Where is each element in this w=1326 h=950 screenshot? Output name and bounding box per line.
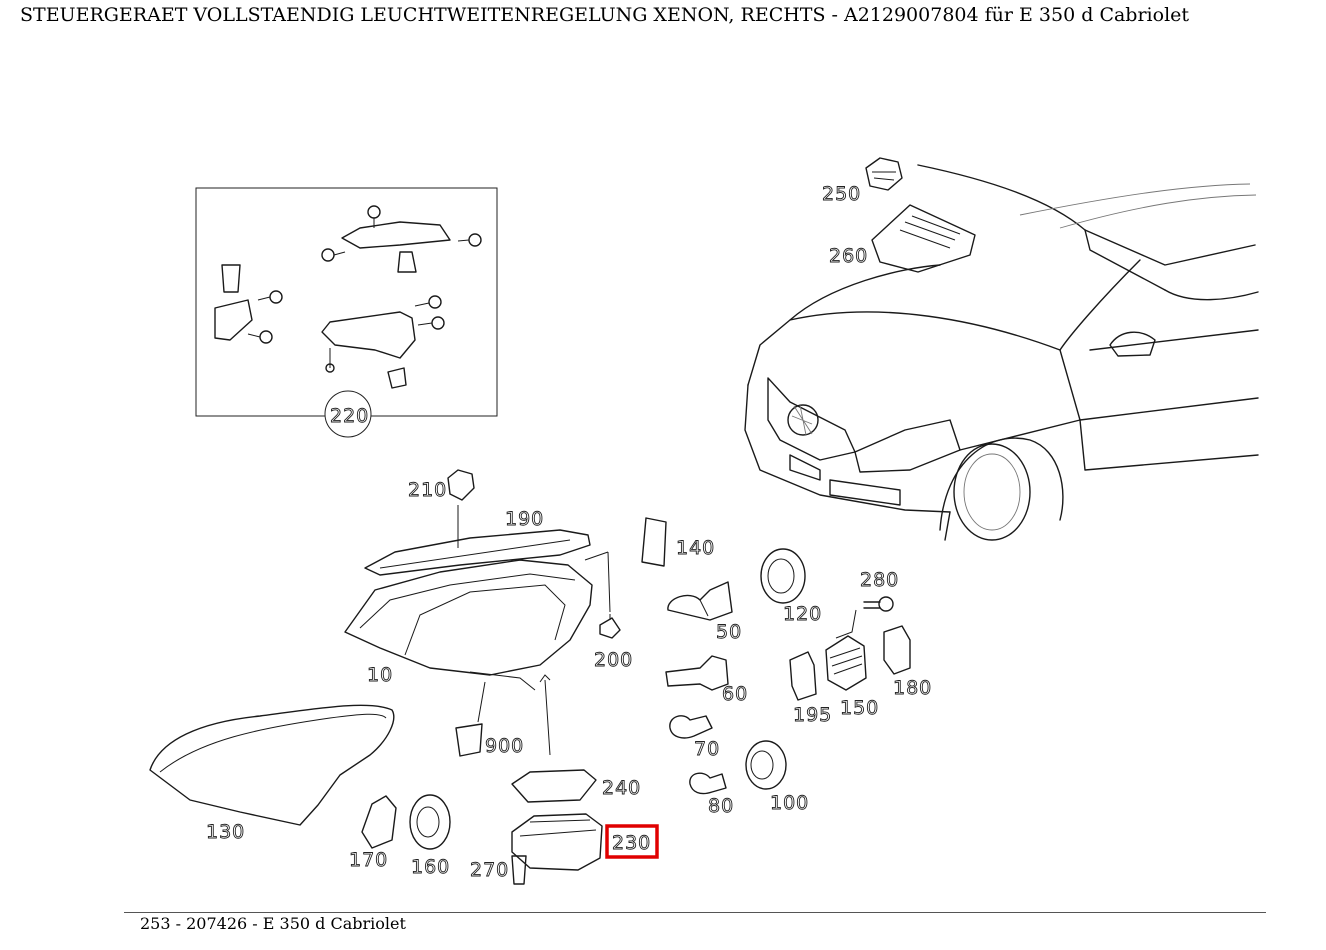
part-label-100[interactable]: 100 [770, 792, 809, 815]
part-label-150[interactable]: 150 [840, 697, 879, 720]
part-label-180[interactable]: 180 [893, 677, 932, 700]
bracket-set-illustration [214, 205, 482, 389]
part-illustration-130 [149, 704, 395, 826]
part-label-270[interactable]: 270 [470, 859, 509, 882]
page-title: STEUERGERAET VOLLSTAENDIG LEUCHTWEITENRE… [20, 4, 1190, 26]
part-illustration-180 [883, 625, 911, 675]
part-label-200[interactable]: 200 [594, 649, 633, 672]
part-illustration-100 [745, 740, 787, 790]
part-illustration-50 [667, 581, 733, 621]
part-label-900[interactable]: 900 [485, 735, 524, 758]
part-illustration-80 [689, 772, 727, 795]
part-illustration-70 [669, 715, 713, 739]
callout-circle-220 [324, 390, 372, 438]
part-illustration-140 [641, 517, 667, 567]
part-label-190[interactable]: 190 [505, 508, 544, 531]
part-label-280[interactable]: 280 [860, 569, 899, 592]
part-label-240[interactable]: 240 [602, 777, 641, 800]
part-label-120[interactable]: 120 [783, 603, 822, 626]
part-label-260[interactable]: 260 [829, 245, 868, 268]
part-label-70[interactable]: 70 [694, 738, 720, 761]
part-illustration-170 [361, 795, 397, 849]
part-label-230[interactable]: 230 [612, 832, 651, 855]
car-illustration [744, 164, 1259, 541]
part-illustration-120 [760, 548, 806, 604]
highlight-box-230 [605, 824, 659, 859]
part-illustration-250 [865, 157, 903, 191]
part-label-160[interactable]: 160 [411, 856, 450, 879]
part-illustration-195 [789, 651, 817, 701]
part-label-50[interactable]: 50 [716, 621, 742, 644]
part-illustration-230 [511, 813, 603, 871]
footer-divider [124, 912, 1266, 913]
part-label-80[interactable]: 80 [708, 795, 734, 818]
part-illustration-280 [835, 596, 894, 639]
part-label-170[interactable]: 170 [349, 849, 388, 872]
part-label-10[interactable]: 10 [367, 664, 393, 687]
part-illustration-160 [409, 794, 451, 850]
part-label-195[interactable]: 195 [793, 704, 832, 727]
part-label-210[interactable]: 210 [408, 479, 447, 502]
part-illustration-150 [825, 635, 867, 691]
headlamp-housing-illustration [344, 469, 621, 757]
footer-caption: 253 - 207426 - E 350 d Cabriolet [140, 914, 406, 933]
part-label-220[interactable]: 220 [330, 405, 369, 428]
part-illustration-270 [511, 855, 527, 885]
part-illustration-60 [665, 655, 729, 691]
part-label-60[interactable]: 60 [722, 683, 748, 706]
part-illustration-240 [511, 769, 597, 803]
part-label-130[interactable]: 130 [206, 821, 245, 844]
part-label-140[interactable]: 140 [676, 537, 715, 560]
part-label-250[interactable]: 250 [822, 183, 861, 206]
part-illustration-260 [871, 204, 976, 273]
